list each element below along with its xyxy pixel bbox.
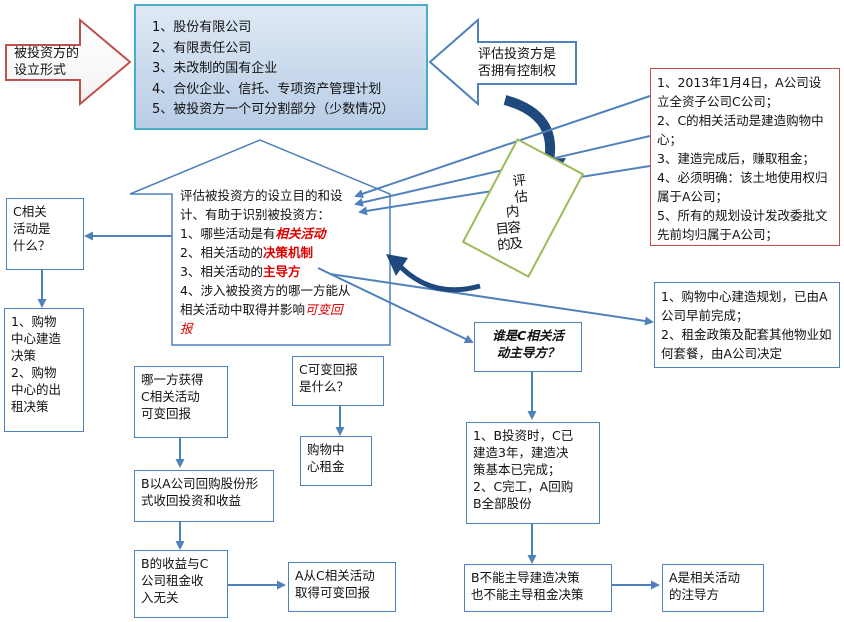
c-variable-answer-line: 心租金	[307, 459, 345, 474]
fact-item: 4、必须明确：该土地使用权归属于A公司；	[657, 170, 828, 204]
decision-mechanism-highlight: 决策机制	[262, 245, 313, 260]
house-line: 4、涉入被投资方的哪一方能从	[180, 283, 351, 298]
who-leads-line: 动主导方？	[496, 345, 560, 360]
c-activity-answer-box: 1、购物 中心建造 决策 2、购物 中心的出 租决策	[4, 308, 84, 432]
c-variable-answer-line: 购物中	[307, 442, 345, 457]
house-text: 评估被投资方的设立目的和设 计、有助于识别被投资方： 1、哪些活动是有相关活动 …	[180, 186, 350, 338]
investee-forms-box: 1、股份有限公司 2、有限责任公司 3、未改制的国有企业 4、合伙企业、信托、专…	[134, 4, 428, 130]
c-activity-answer-line: 中心的出	[11, 382, 62, 397]
a-lead-line: A是相关活动	[669, 570, 741, 585]
right-arrow-label: 评估投资方是 否拥有控制权	[478, 46, 556, 80]
house-line: 报	[180, 321, 193, 336]
b-invest-line: B全部股份	[473, 496, 532, 511]
evaluation-diamond	[461, 138, 585, 278]
a-lead-box: A是相关活动 的注导方	[662, 564, 764, 612]
b-invest-line: 1、B投资时，C已	[473, 428, 574, 443]
b-buyback-line: B以A公司回购股份形	[141, 476, 259, 491]
house-question: 2、相关活动的决策机制	[180, 243, 350, 262]
fact-item: 5、所有的规划设计发改委批文先前均归属于A公司；	[657, 208, 828, 242]
house-line: 评估被投资方的设立目的和设	[180, 188, 343, 203]
b-income-line: B的收益与C	[141, 556, 209, 571]
left-arrow-line: 被投资方的	[14, 46, 80, 61]
who-returns-question-box: 哪一方获得 C相关活动 可变回报	[134, 366, 228, 438]
form-item: 5、被投资方一个可分割部分（少数情况）	[152, 102, 395, 117]
fact-item: 2、C的相关活动是建造购物中心；	[657, 113, 824, 147]
b-not-lead-box: B不能主导建造决策 也不能主导租金决策	[464, 564, 612, 612]
c-activity-question-line: C相关	[13, 204, 47, 219]
leading-party-highlight: 主导方	[262, 264, 301, 279]
c-activity-answer-line: 决策	[11, 348, 37, 363]
house-box	[129, 139, 391, 346]
who-leads-question-box: 谁是C相关活 动主导方？	[474, 322, 582, 372]
curved-arrow	[503, 95, 556, 167]
plan-item: 2、租金政策及配套其他物业如何套餐，由A公司决定	[661, 327, 832, 361]
c-variable-answer-box: 购物中 心租金	[300, 436, 372, 486]
b-invest-line: 2、C完工，A回购	[473, 479, 574, 494]
plan-item: 1、购物中心建造规划，已由A公司早前完成；	[661, 289, 828, 323]
left-arrow-line: 设立形式	[14, 63, 67, 78]
form-item: 4、合伙企业、信托、专项资产管理计划	[152, 81, 382, 97]
left-arrow-label: 被投资方的 设立形式	[14, 45, 79, 79]
fact-item: 3、建造完成后，赚取租金；	[657, 151, 815, 166]
c-activity-answer-line: 2、购物	[11, 365, 57, 380]
c-activity-answer-line: 租决策	[11, 399, 49, 414]
variable-return-highlight: 可变回	[305, 302, 343, 317]
a-returns-box: A从C相关活动 取得可变回报	[288, 562, 396, 612]
b-invest-box: 1、B投资时，C已 建造3年，建造决 策基本已完成； 2、C完工，A回购 B全部…	[466, 422, 600, 524]
b-buyback-box: B以A公司回购股份形 式收回投资和收益	[134, 470, 274, 522]
who-returns-line: C相关活动	[141, 389, 200, 404]
connectors	[37, 95, 660, 590]
a-lead-line: 的注导方	[669, 587, 720, 602]
left-block-arrow	[5, 17, 132, 107]
who-returns-line: 哪一方获得	[141, 372, 204, 387]
c-activity-answer-line: 1、购物	[11, 314, 57, 329]
house-line: 计、有助于识别被投资方：	[180, 207, 331, 222]
right-arrow-line: 评估投资方是	[478, 47, 557, 62]
house-question: 1、哪些活动是有相关活动	[180, 224, 350, 243]
who-leads-line: 谁是C相关活	[492, 328, 564, 343]
b-income-box: B的收益与C 公司租金收 入无关	[134, 550, 228, 618]
b-buyback-line: 式收回投资和收益	[141, 493, 242, 508]
diamond-to-house-arrow	[394, 260, 481, 293]
house-question: 相关活动中取得并影响可变回	[180, 300, 350, 319]
right-block-arrow	[428, 17, 577, 107]
b-not-lead-line: 也不能主导租金决策	[471, 587, 584, 602]
c-variable-question-line: C可变回报	[299, 362, 358, 377]
plan-box: 1、购物中心建造规划，已由A公司早前完成； 2、租金政策及配套其他物业如何套餐，…	[654, 282, 840, 368]
b-income-line: 公司租金收	[141, 573, 204, 588]
c-activity-answer-line: 中心建造	[11, 331, 62, 346]
diamond-char: 评	[511, 172, 528, 190]
diamond-to-house-arrowhead	[386, 254, 408, 276]
form-item: 3、未改制的国有企业	[152, 61, 278, 76]
house-question: 3、相关活动的主导方	[180, 262, 350, 281]
b-invest-line: 策基本已完成；	[473, 462, 561, 477]
b-income-line: 入无关	[141, 590, 179, 605]
form-item: 2、有限责任公司	[152, 40, 252, 56]
who-returns-line: 可变回报	[141, 406, 192, 421]
fact-item: 1、2013年1月4日，A公司设立全资子公司C公司；	[657, 75, 822, 109]
house-question-text: 2、相关活动的	[180, 245, 263, 260]
house-question-text: 相关活动中取得并影响	[180, 302, 306, 317]
b-not-lead-line: B不能主导建造决策	[471, 570, 580, 585]
c-activity-question-line: 活动是	[13, 221, 51, 236]
house-question-text: 3、相关活动的	[180, 264, 263, 279]
c-variable-question-box: C可变回报 是什么？	[292, 356, 384, 406]
a-returns-line: 取得可变回报	[295, 585, 371, 600]
c-variable-question-line: 是什么？	[299, 379, 350, 394]
house-question-text: 1、哪些活动是有	[180, 226, 276, 241]
form-item: 1、股份有限公司	[152, 20, 252, 35]
relevant-activity-highlight: 相关活动	[275, 226, 326, 241]
right-arrow-line: 否拥有控制权	[478, 64, 557, 79]
facts-box: 1、2013年1月4日，A公司设立全资子公司C公司； 2、C的相关活动是建造购物…	[650, 68, 840, 246]
c-activity-question-box: C相关 活动是 什么？	[6, 198, 84, 270]
a-returns-line: A从C相关活动	[295, 568, 375, 583]
c-activity-question-line: 什么？	[13, 238, 51, 253]
b-invest-line: 建造3年，建造决	[473, 445, 569, 460]
